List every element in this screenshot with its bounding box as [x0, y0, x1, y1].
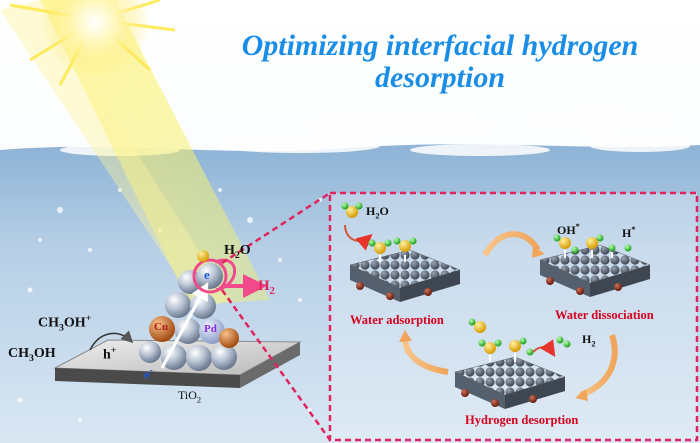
label-cu: Cu: [154, 321, 169, 333]
label-electron-top: e: [204, 267, 210, 282]
label-pd: Pd: [204, 323, 217, 335]
label-h2o-left: H2O: [224, 243, 251, 261]
label-h-star: H*: [622, 225, 636, 240]
title-line-2: desorption: [374, 61, 506, 94]
label-h2o-inset: H2O: [366, 204, 389, 221]
stage-label-water-adsorption: Water adsorption: [350, 313, 444, 327]
label-ch3oh-plus: CH3OH+: [38, 313, 92, 334]
stage-label-hydrogen-desorption: Hydrogen desorption: [465, 413, 579, 427]
title-line-1: Optimizing interfacial hydrogen: [241, 29, 639, 62]
label-h-plus: h+: [103, 345, 117, 363]
label-oh-star: OH*: [557, 222, 580, 237]
stage-label-water-dissociation: Water dissociation: [555, 308, 654, 322]
label-h2-inset: H2: [582, 332, 596, 349]
label-tio2: TiO2: [178, 388, 202, 405]
label-ch3oh: CH3OH: [8, 346, 56, 364]
label-electron-bottom: e-: [144, 365, 153, 382]
label-h2-left: H2: [258, 278, 275, 297]
